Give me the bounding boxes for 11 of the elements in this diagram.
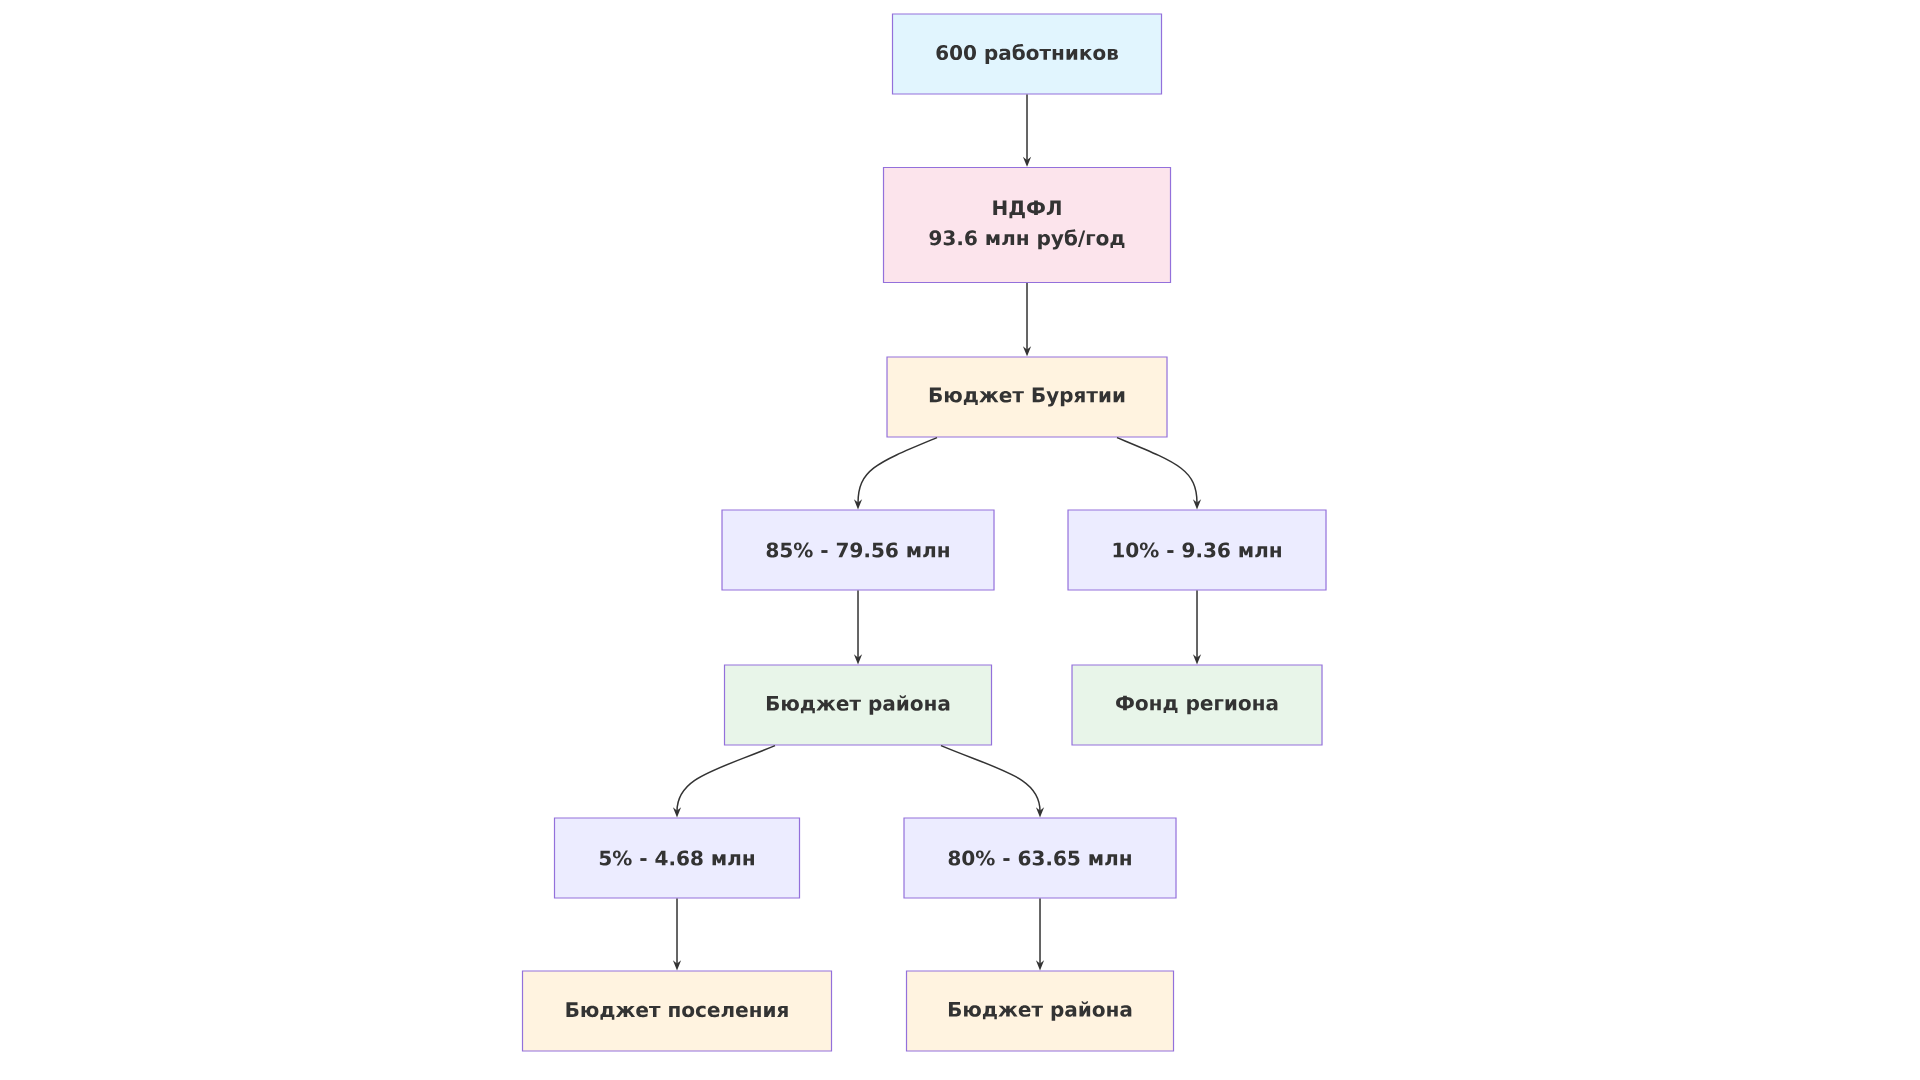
- process-box: Фонд региона: [1071, 664, 1323, 746]
- process-box: Бюджет Бурятии: [886, 356, 1168, 438]
- process-box: Бюджет поселения: [521, 970, 833, 1052]
- process-box: 600 работников: [891, 13, 1163, 95]
- process-box: Бюджет района: [905, 970, 1175, 1052]
- process-box: 80% - 63.65 млн: [903, 817, 1177, 899]
- process-box: Бюджет района: [723, 664, 993, 746]
- process-box: 85% - 79.56 млн: [721, 509, 995, 591]
- process-box: 5% - 4.68 млн: [553, 817, 801, 899]
- process-box: НДФЛ 93.6 млн руб/год: [882, 166, 1172, 284]
- process-box: 10% - 9.36 млн: [1067, 509, 1327, 591]
